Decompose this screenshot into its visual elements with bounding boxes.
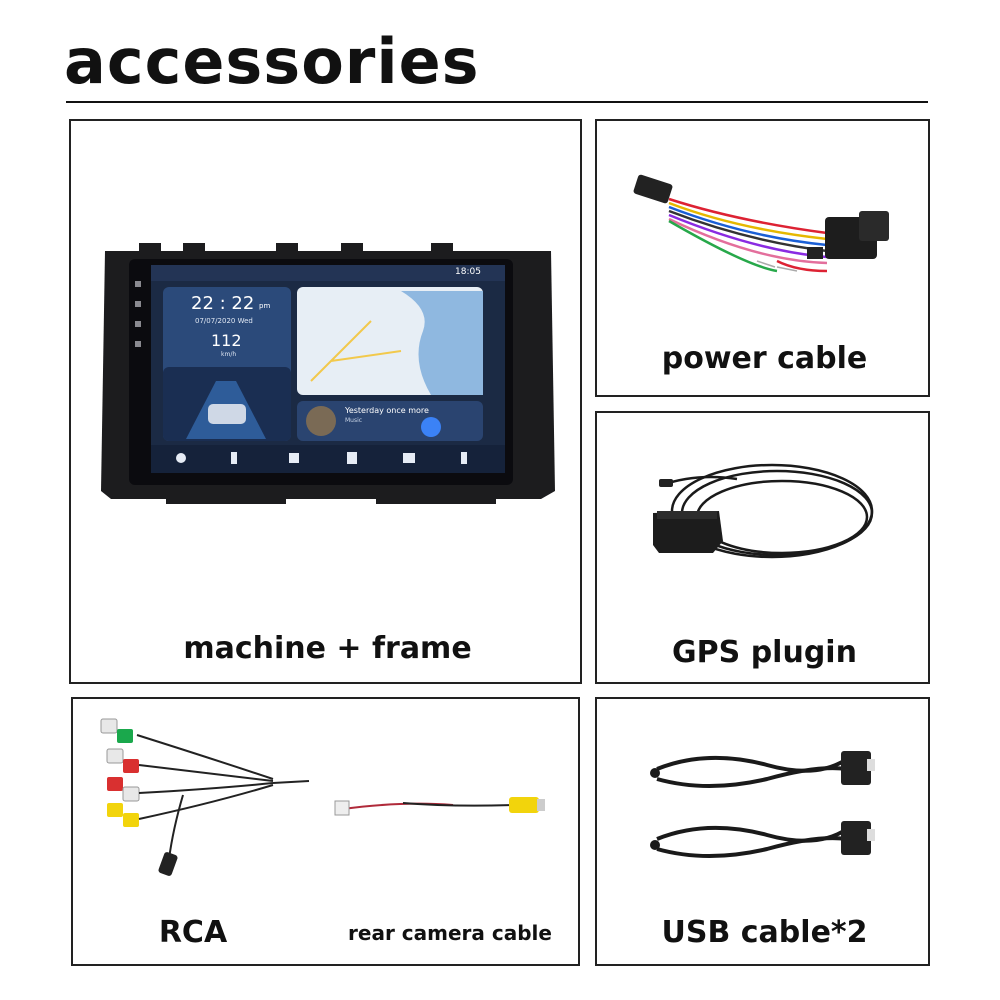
screen-clock: 22 : 22 [191, 293, 255, 314]
screen-date: 07/07/2020 Wed [195, 317, 253, 325]
rca-label: RCA [158, 915, 228, 950]
screen-speed: 112 [211, 331, 242, 350]
power-cable-label: power cable [661, 341, 868, 376]
gps-plugin-label: GPS plugin [672, 635, 857, 670]
machine-frame-label: machine + frame [183, 631, 472, 666]
usb-cable-image [650, 751, 875, 858]
rca-cable-image [100, 718, 545, 876]
power-cable-panel: power cable [595, 119, 930, 397]
screen-clock-ampm: pm [259, 302, 271, 310]
gps-antenna-image [653, 463, 874, 559]
usb-cable-label: USB cable*2 [661, 915, 868, 950]
usb-cable-panel: USB cable*2 [595, 697, 930, 966]
rca-panel: RCA rear camera cable [71, 697, 580, 966]
screen-status-time: 18:05 [455, 267, 481, 277]
head-unit-image [101, 243, 555, 504]
screen-song-title: Yesterday once more [345, 406, 429, 415]
screen-speed-unit: km/h [221, 351, 237, 358]
power-cable-image [633, 174, 889, 273]
gps-plugin-panel: GPS plugin [595, 411, 930, 684]
screen-song-source: Music [345, 417, 363, 424]
machine-frame-panel: 18:05 22 : 22 pm 07/07/2020 Wed 112 km/h… [69, 119, 582, 684]
rear-camera-cable-label: rear camera cable [348, 921, 552, 945]
page-title: accessories [64, 25, 480, 98]
title-underline [66, 101, 928, 103]
